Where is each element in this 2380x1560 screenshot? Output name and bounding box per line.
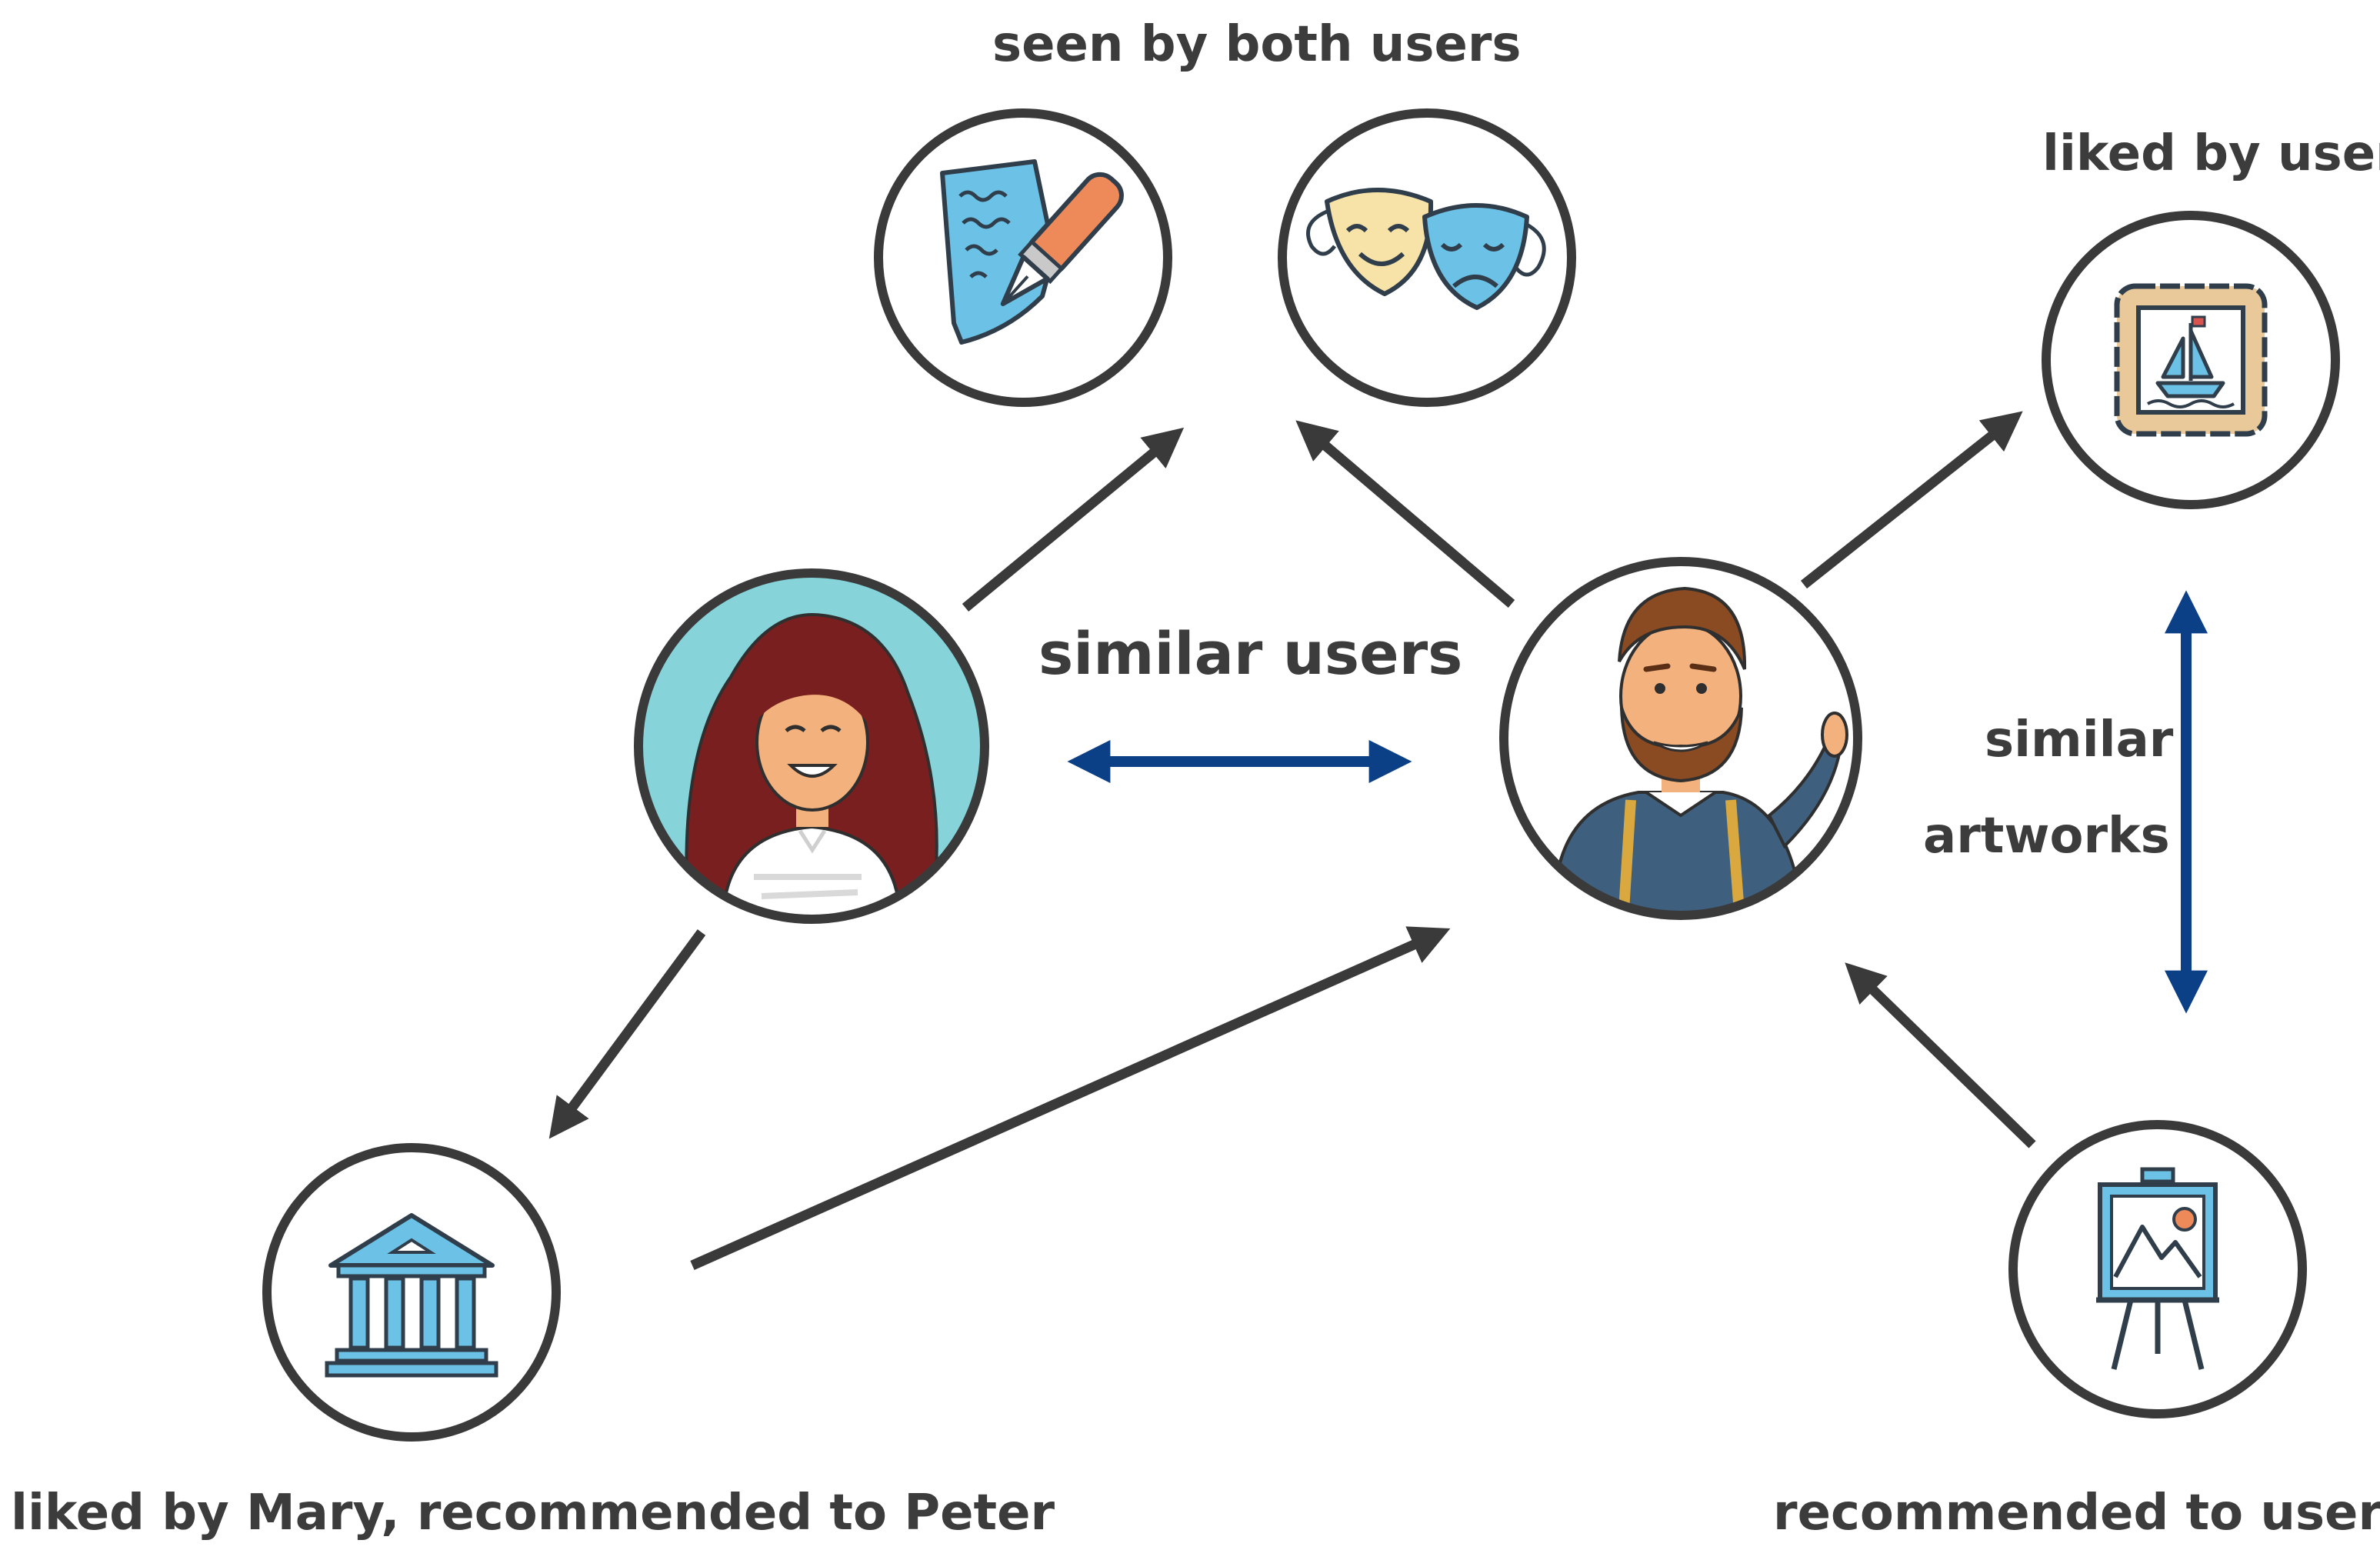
fountain-pen-document-icon (940, 159, 1124, 345)
node-museum (262, 1143, 561, 1442)
node-mary (634, 568, 989, 924)
node-framed-painting (2042, 211, 2340, 509)
node-easel (2008, 1120, 2307, 1418)
edge-peter-to-theatre (1295, 420, 1515, 608)
node-peter (1499, 557, 1862, 920)
edge-mary-to-museum (548, 929, 706, 1139)
edge-easel-to-peter (1845, 962, 2036, 1148)
museum-building-icon (325, 1213, 498, 1378)
label-liked-by-mary-recommended-to-peter: liked by Mary, recommended to Peter (11, 1485, 1055, 1542)
node-writing (874, 108, 1172, 407)
edge-mary-to-writing (962, 427, 1185, 612)
label-artworks: artworks (1923, 808, 2170, 865)
node-theatre (1278, 108, 1576, 407)
theatre-masks-icon (1306, 188, 1546, 310)
label-similar-users: similar users (1038, 619, 1463, 688)
woman-avatar-icon (685, 613, 938, 919)
edge-museum-to-peter (690, 926, 1451, 1270)
label-liked-by-user: liked by user (2042, 125, 2380, 182)
framed-sailboat-painting-icon (2114, 283, 2268, 437)
edge-peter-to-framed-painting (1800, 411, 2023, 589)
label-seen-by-both-users: seen by both users (992, 16, 1522, 73)
label-recommended-to-user: recommended to user (1773, 1485, 2380, 1542)
easel-painting-icon (2096, 1167, 2219, 1370)
label-similar: similar (1985, 712, 2174, 768)
